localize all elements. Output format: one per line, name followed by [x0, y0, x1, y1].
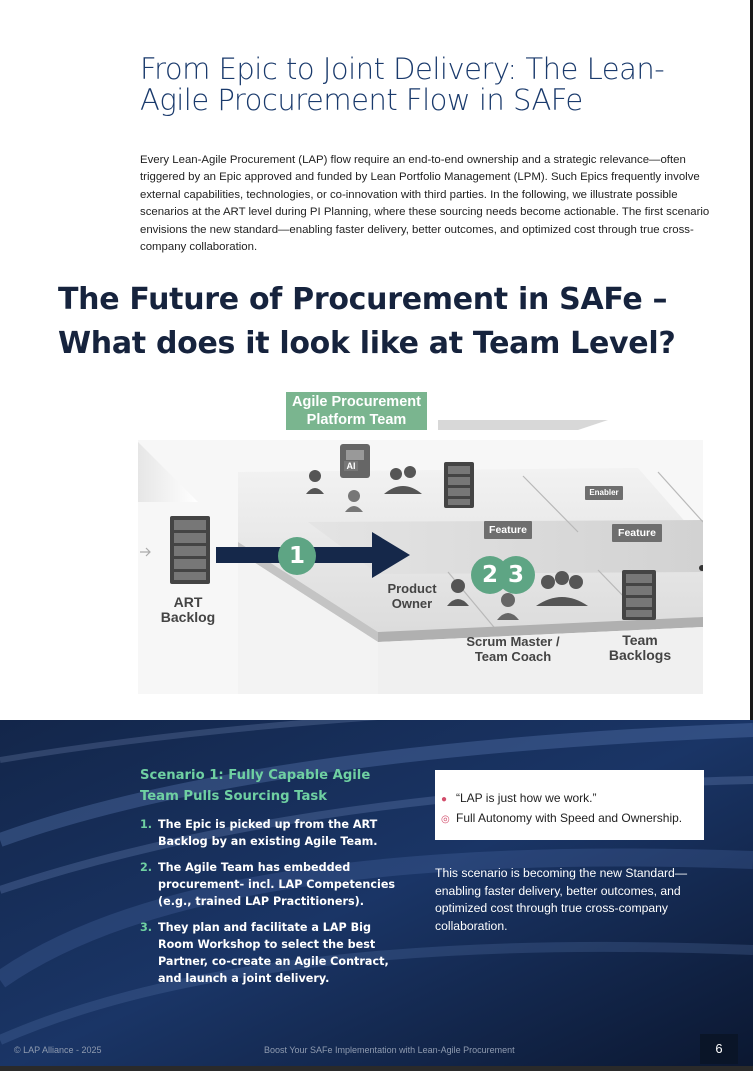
art-backlog-stack [170, 516, 210, 584]
scenario-step: 1. The Epic is picked up from the ART Bac… [140, 816, 408, 850]
team-backlogs-label: Team Backlogs [608, 632, 672, 663]
step-1-marker: 1 [278, 537, 316, 575]
diagram-graphics [138, 420, 703, 694]
step-text: They plan and facilitate a LAP Big Room … [158, 921, 389, 985]
footer-copyright: © LAP Alliance - 2025 [14, 1045, 102, 1055]
scenario-title: Scenario 1: Fully Capable Agile Team Pul… [140, 768, 371, 804]
footer-tagline: Boost Your SAFe Implementation with Lean… [264, 1045, 515, 1055]
quote-text-1: “LAP is just how we work.” [456, 791, 597, 805]
quote-text-2: Full Autonomy with Speed and Ownership. [456, 811, 683, 825]
product-owner-icon [447, 579, 469, 606]
team-level-diagram [138, 392, 703, 694]
step-text: The Epic is picked up from the ART Backl… [158, 818, 378, 848]
page-edge [750, 0, 753, 720]
bottom-strip [0, 1066, 753, 1071]
scrum-master-icon [497, 593, 519, 620]
platform-team-label: Agile Procurement Platform Team [286, 392, 427, 430]
scenario-steps: 1. The Epic is picked up from the ART Bac… [140, 816, 408, 996]
scenario-summary: This scenario is becoming the new Standa… [435, 866, 688, 933]
brain-icon: ● [441, 794, 448, 805]
section-headline: The Future of Procurement in SAFe – What… [58, 282, 676, 361]
scrum-master-label: Scrum Master / Team Coach [466, 634, 560, 664]
platform-backlog-stack [444, 462, 474, 508]
step-text: The Agile Team has embedded procurement-… [158, 861, 396, 908]
target-icon: ◎ [441, 814, 450, 825]
step-number: 2. [140, 861, 153, 874]
art-backlog-label: ART Backlog [160, 594, 216, 625]
step-number: 1. [140, 818, 153, 831]
quote-line-2: ◎ Full Autonomy with Speed and Ownership. [441, 809, 704, 829]
enabler-card: Enabler [585, 486, 623, 500]
intro-paragraph: Every Lean-Agile Procurement (LAP) flow … [140, 154, 710, 254]
page-number: 6 [700, 1034, 738, 1064]
quote-line-1: ● “LAP is just how we work.” [441, 789, 704, 809]
ai-badge: AI [344, 461, 358, 471]
team-backlog-stack [622, 570, 656, 620]
scenario-step: 3. They plan and facilitate a LAP Big Roo… [140, 919, 408, 987]
page-title: From Epic to Joint Delivery: The Lean-Ag… [140, 52, 665, 117]
scenario-step: 2. The Agile Team has embedded procuremen… [140, 859, 408, 910]
feature-card-2: Feature [612, 524, 662, 542]
quote-box: ● “LAP is just how we work.” ◎ Full Autono… [435, 770, 704, 840]
step-3-marker: 3 [497, 556, 535, 594]
agile-team-icon [536, 571, 588, 606]
product-owner-label: Product Owner [387, 581, 437, 611]
feature-card-1: Feature [484, 521, 532, 539]
step-number: 3. [140, 921, 153, 934]
